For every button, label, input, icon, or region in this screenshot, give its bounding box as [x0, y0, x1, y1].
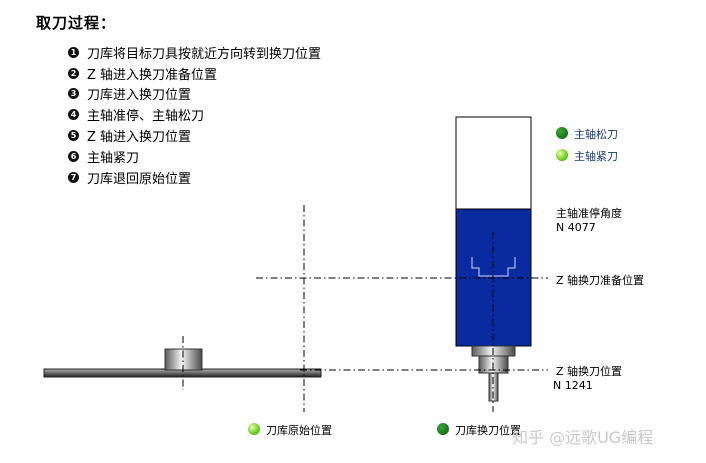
step-text: 刀库进入换刀位置 — [87, 88, 192, 104]
orient-angle-label: 主轴准停角度 — [556, 207, 622, 220]
lamp-label-release: 主轴松刀 — [574, 128, 618, 141]
step-text: 刀库将目标刀具按就近方向转到换刀位置 — [87, 46, 322, 62]
step-number-badge: 4 — [68, 109, 79, 121]
status-lamp-icon — [437, 423, 449, 435]
step-text: 刀库退回原始位置 — [87, 171, 192, 187]
list-item: 3 刀库进入换刀位置 — [68, 84, 321, 105]
spindle-upper-housing — [455, 116, 532, 210]
status-lamp-icon — [248, 423, 260, 435]
list-item: 2 Z 轴进入换刀准备位置 — [68, 63, 321, 84]
step-number-badge: 2 — [68, 67, 79, 79]
lamp-label-clamp: 主轴紧刀 — [574, 150, 618, 163]
z-change-value: N 1241 — [553, 379, 593, 392]
magazine-home-label: 刀库原始位置 — [266, 424, 332, 437]
status-lamp-icon — [556, 149, 568, 161]
z-change-label: Z 轴换刀位置 — [556, 365, 623, 378]
list-item: 1 刀库将目标刀具按就近方向转到换刀位置 — [68, 42, 321, 63]
step-number-badge: 6 — [68, 150, 79, 162]
step-number-badge: 1 — [68, 46, 79, 58]
list-item: 6 主轴紧刀 — [68, 146, 321, 167]
list-item: 5 Z 轴进入换刀位置 — [68, 125, 321, 146]
step-number-badge: 3 — [68, 88, 79, 100]
orient-angle-value: N 4077 — [556, 221, 596, 234]
step-text: Z 轴进入换刀位置 — [87, 130, 192, 146]
step-number-badge: 7 — [68, 171, 79, 183]
list-item: 4 主轴准停、主轴松刀 — [68, 104, 321, 125]
step-list: 1 刀库将目标刀具按就近方向转到换刀位置 2 Z 轴进入换刀准备位置 3 刀库进入换刀… — [68, 42, 321, 188]
list-item: 7 刀库退回原始位置 — [68, 167, 321, 188]
z-ready-label: Z 轴换刀准备位置 — [556, 274, 645, 287]
section-title: 取刀过程： — [36, 14, 117, 32]
status-lamp-icon — [556, 127, 568, 139]
tool-magazine — [43, 348, 322, 378]
step-text: Z 轴进入换刀准备位置 — [87, 67, 218, 83]
watermark: 知乎 @远歌UG编程 — [512, 428, 654, 447]
reference-lines — [182, 205, 548, 412]
step-number-badge: 5 — [68, 130, 79, 142]
step-text: 主轴紧刀 — [87, 150, 140, 166]
magazine-change-label: 刀库换刀位置 — [455, 424, 521, 437]
step-text: 主轴准停、主轴松刀 — [87, 109, 205, 125]
